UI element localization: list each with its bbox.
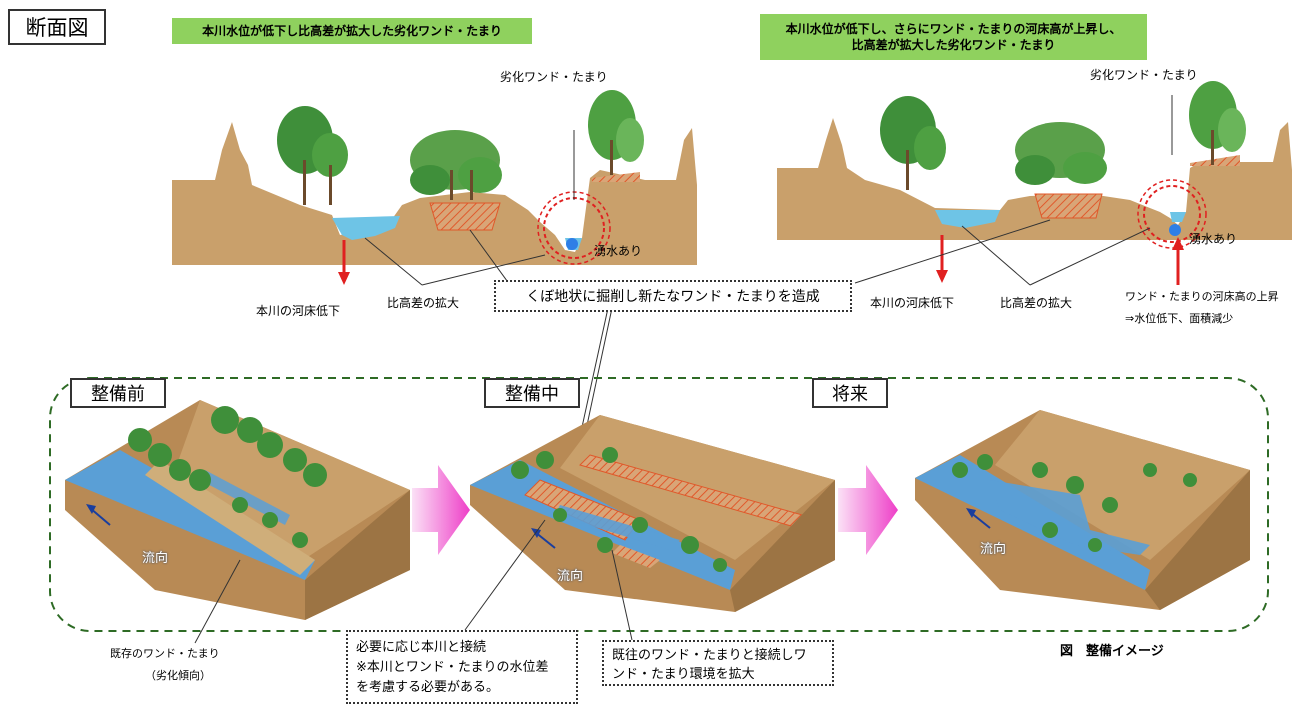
left-section-banner: 本川水位が低下し比高差が拡大した劣化ワンド・たまり bbox=[172, 18, 532, 44]
flow-label-future: 流向 bbox=[980, 542, 1007, 557]
connect-note-line-2: ※本川とワンド・たまりの水位差 bbox=[356, 660, 549, 675]
pond-future bbox=[990, 480, 1150, 555]
block-during bbox=[470, 415, 835, 612]
riverbed-drop-label-left: 本川の河床低下 bbox=[256, 304, 341, 318]
figure-caption: 図 整備イメージ bbox=[1060, 644, 1164, 659]
degraded-label-left: 劣化ワンド・たまり bbox=[500, 70, 608, 84]
spring-label-right: 湧水あり bbox=[1189, 232, 1238, 246]
expand-note-line-1: 既往のワンド・たまりと接続しワ bbox=[612, 648, 807, 663]
phase-future-label: 将来 bbox=[812, 378, 888, 408]
focus-circle-right bbox=[1143, 185, 1201, 243]
excavation-zone-right bbox=[1034, 193, 1103, 219]
ground-profile-left bbox=[172, 122, 697, 265]
raised-bank-right bbox=[1190, 155, 1240, 166]
expand-note-box: 既往のワンド・たまりと接続しワ ンド・たまり環境を拡大 bbox=[602, 640, 834, 686]
block-future bbox=[915, 410, 1250, 610]
existing-pond-label: 既存のワンド・たまり bbox=[110, 647, 220, 660]
right-banner-line-1: 本川水位が低下し、さらにワンド・たまりの河床高が上昇し、 bbox=[785, 22, 1122, 36]
trees-right bbox=[880, 81, 1246, 190]
flow-label-during: 流向 bbox=[557, 569, 584, 584]
spring-label-left: 湧水あり bbox=[594, 244, 643, 258]
existing-pond-sublabel: （劣化傾向） bbox=[145, 669, 211, 682]
phase-during-label: 整備中 bbox=[484, 378, 580, 408]
connect-note-line-1: 必要に応じ本川と接続 bbox=[356, 640, 487, 655]
pond-water-right bbox=[1170, 212, 1186, 222]
spring-dot-right bbox=[1169, 224, 1181, 236]
connect-note-box: 必要に応じ本川と接続 ※本川とワンド・たまりの水位差 を考慮する必要がある。 bbox=[346, 630, 578, 704]
cross-section-left bbox=[172, 90, 697, 286]
excavation-zone-left bbox=[429, 202, 501, 231]
cross-section-right bbox=[777, 81, 1292, 286]
main-river-water-left bbox=[332, 216, 400, 240]
page-title: 断面図 bbox=[8, 9, 106, 45]
phase-before-label: 整備前 bbox=[70, 378, 166, 408]
bed-rise-label: ワンド・たまりの河床高の上昇 bbox=[1125, 290, 1279, 303]
ground-profile-right bbox=[777, 118, 1292, 240]
main-river-water-right bbox=[935, 210, 1000, 228]
trees-left bbox=[277, 90, 644, 205]
river-before bbox=[65, 450, 315, 580]
spring-dot-left bbox=[566, 238, 578, 250]
right-banner-line-2: 比高差が拡大した劣化ワンド・たまり bbox=[851, 38, 1056, 52]
excavation-note-box: くぼ地状に掘削し新たなワンド・たまりを造成 bbox=[494, 280, 852, 312]
height-diff-label-right: 比高差の拡大 bbox=[1000, 296, 1073, 310]
raised-bank-left bbox=[592, 172, 640, 182]
transition-arrow-2 bbox=[838, 465, 898, 555]
height-diff-label-left: 比高差の拡大 bbox=[387, 296, 460, 310]
result-label: ⇒水位低下、面積減少 bbox=[1125, 312, 1234, 325]
expand-note-line-2: ンド・たまり環境を拡大 bbox=[612, 667, 755, 682]
excavation-note-text: くぼ地状に掘削し新たなワンド・たまりを造成 bbox=[526, 289, 820, 305]
flow-label-before: 流向 bbox=[142, 551, 169, 566]
connect-note-line-3: を考慮する必要がある。 bbox=[356, 680, 500, 695]
maintenance-frame bbox=[49, 377, 1269, 632]
transition-arrow-1 bbox=[412, 465, 470, 555]
degraded-label-right: 劣化ワンド・たまり bbox=[1090, 68, 1198, 82]
right-section-banner: 本川水位が低下し、さらにワンド・たまりの河床高が上昇し、 比高差が拡大した劣化ワ… bbox=[760, 14, 1147, 60]
block-before bbox=[65, 400, 410, 620]
riverbed-drop-label-right: 本川の河床低下 bbox=[870, 296, 955, 310]
